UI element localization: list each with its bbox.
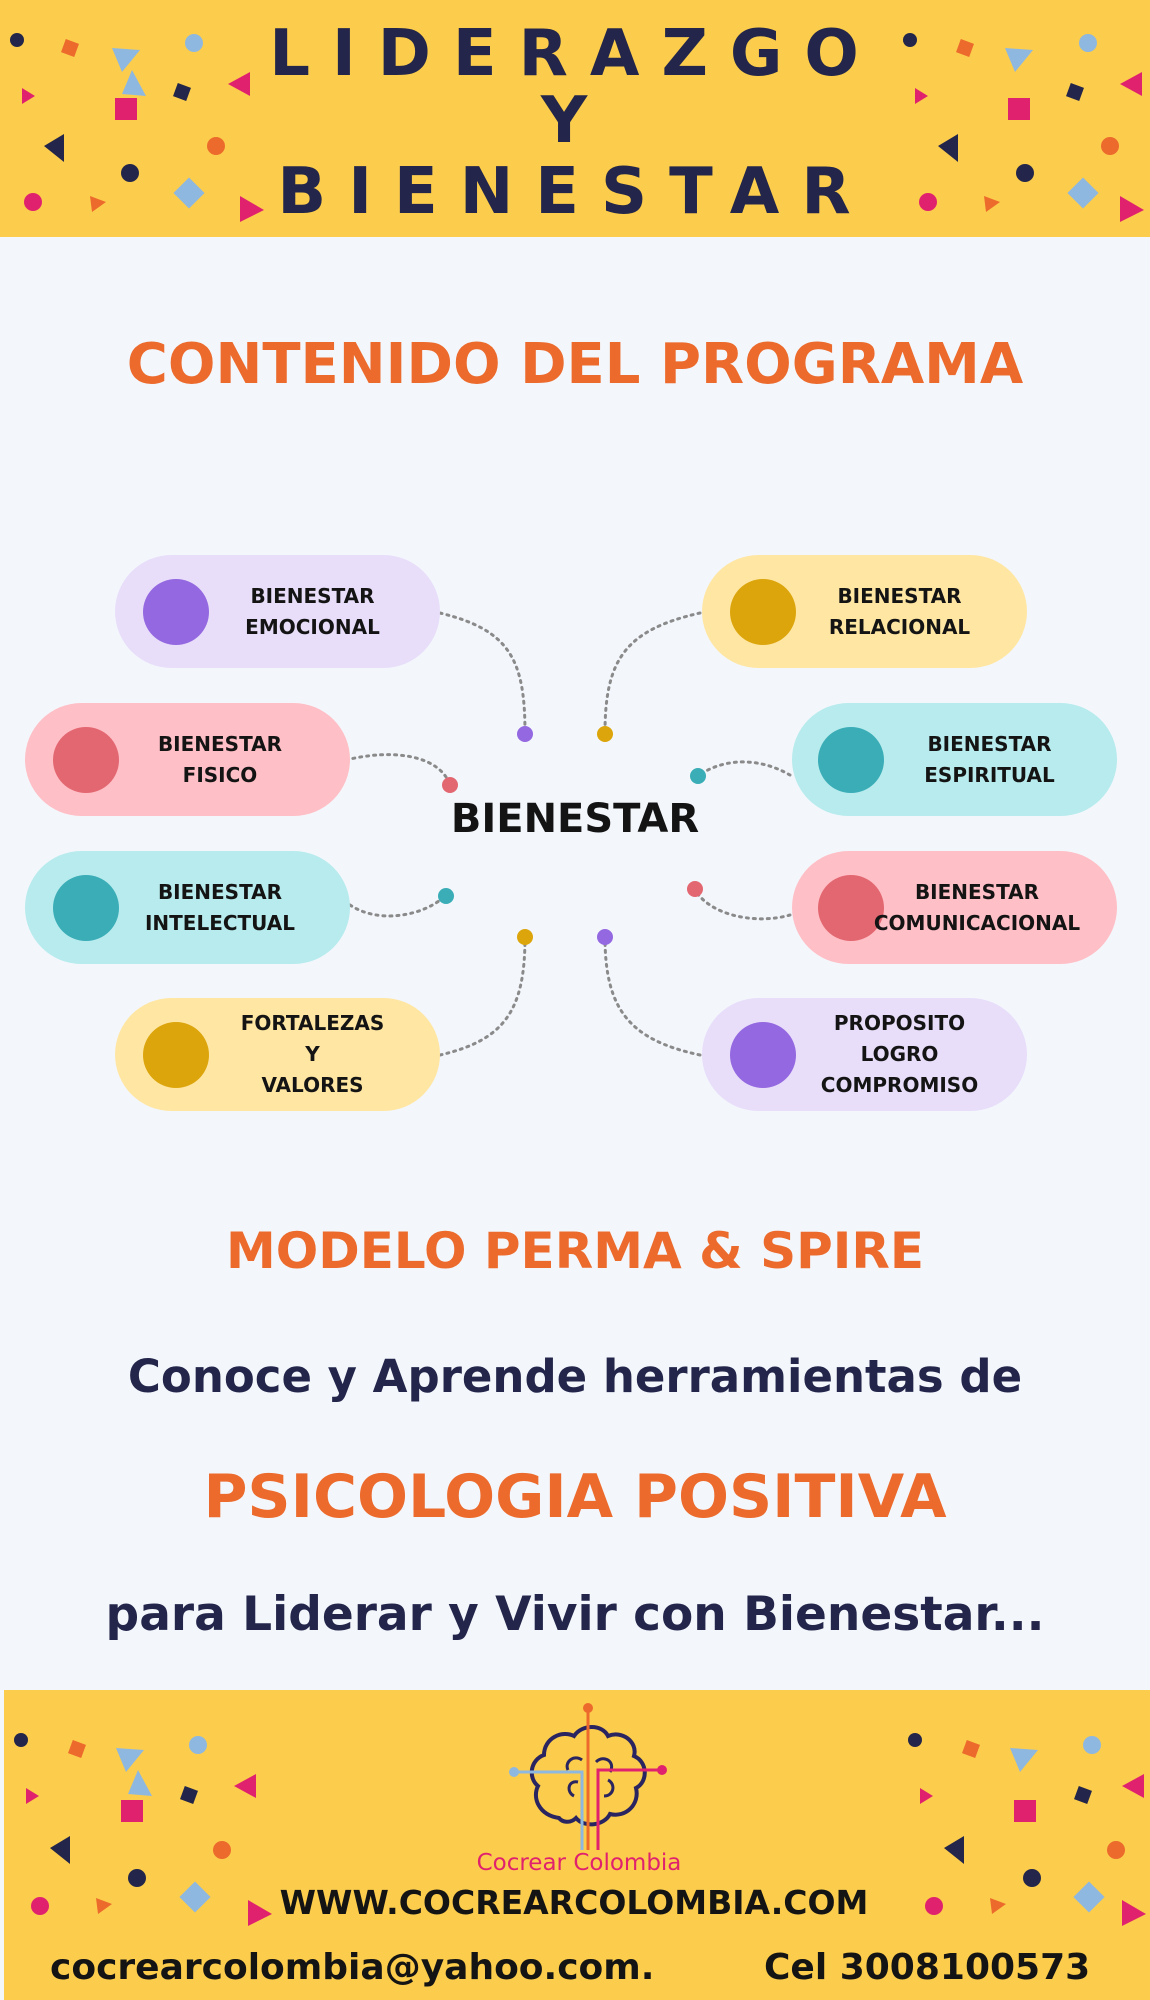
tagline-1: Conoce y Aprende herramientas de (127, 1350, 1023, 1403)
website-link[interactable]: WWW.COCREARCOLOMBIA.COM (279, 1883, 869, 1922)
tagline-3: para Liderar y Vivir con Bienestar... (105, 1587, 1045, 1642)
title-line-1: LIDERAZGO (269, 17, 881, 91)
node-label: BIENESTAR FISICO (157, 731, 283, 787)
node-dot (53, 727, 119, 793)
node-dot (730, 579, 796, 645)
title-line-2: Y (540, 84, 610, 158)
node-label: FORTALEZAS Y VALORES (240, 1011, 385, 1097)
node-dot (143, 1022, 209, 1088)
section-title: CONTENIDO DEL PROGRAMA (126, 332, 1024, 397)
node-dot (818, 727, 884, 793)
node-label: BIENESTAR ESPIRITUAL (924, 731, 1055, 787)
node-fortalezas-y-valores: FORTALEZAS Y VALORES (115, 998, 440, 1111)
node-label: PROPOSITO LOGRO COMPROMISO (820, 1011, 979, 1097)
node-label: BIENESTAR EMOCIONAL (245, 583, 380, 639)
footer-banner: Cocrear Colombia WWW.COCREARCOLOMBIA.COM… (4, 1690, 1150, 2000)
brand-name: Cocrear Colombia (476, 1850, 682, 1876)
title-line-3: BIENESTAR (277, 155, 873, 229)
confetti-decoration-footer (14, 1733, 1146, 1926)
node-proposito-logro-compromiso: PROPOSITO LOGRO COMPROMISO (702, 998, 1027, 1111)
node-bienestar-relacional: BIENESTAR RELACIONAL (702, 555, 1027, 668)
node-dot (730, 1022, 796, 1088)
center-label: BIENESTAR (450, 796, 700, 842)
node-bienestar-emocional: BIENESTAR EMOCIONAL (115, 555, 440, 668)
brain-logo-icon (509, 1703, 667, 1850)
node-bienestar-espiritual: BIENESTAR ESPIRITUAL (792, 703, 1117, 816)
node-dot (53, 875, 119, 941)
node-label: BIENESTAR INTELECTUAL (144, 879, 296, 935)
phone-number: Cel 3008100573 (764, 1947, 1091, 1988)
node-dot (143, 579, 209, 645)
node-dot (818, 875, 884, 941)
node-bienestar-comunicacional: BIENESTAR COMUNICACIONAL (792, 851, 1117, 964)
confetti-decoration-left (10, 33, 1144, 222)
node-bienestar-intelectual: BIENESTAR INTELECTUAL (25, 851, 350, 964)
node-label: BIENESTAR RELACIONAL (828, 583, 971, 639)
header-banner: LIDERAZGO Y BIENESTAR (0, 0, 1150, 237)
node-bienestar-fisico: BIENESTAR FISICO (25, 703, 350, 816)
model-title: MODELO PERMA & SPIRE (226, 1222, 924, 1280)
tagline-2: PSICOLOGIA POSITIVA (203, 1462, 947, 1532)
node-label: BIENESTAR COMUNICACIONAL (873, 879, 1081, 935)
email-link[interactable]: cocrearcolombia@yahoo.com. (50, 1947, 655, 1988)
